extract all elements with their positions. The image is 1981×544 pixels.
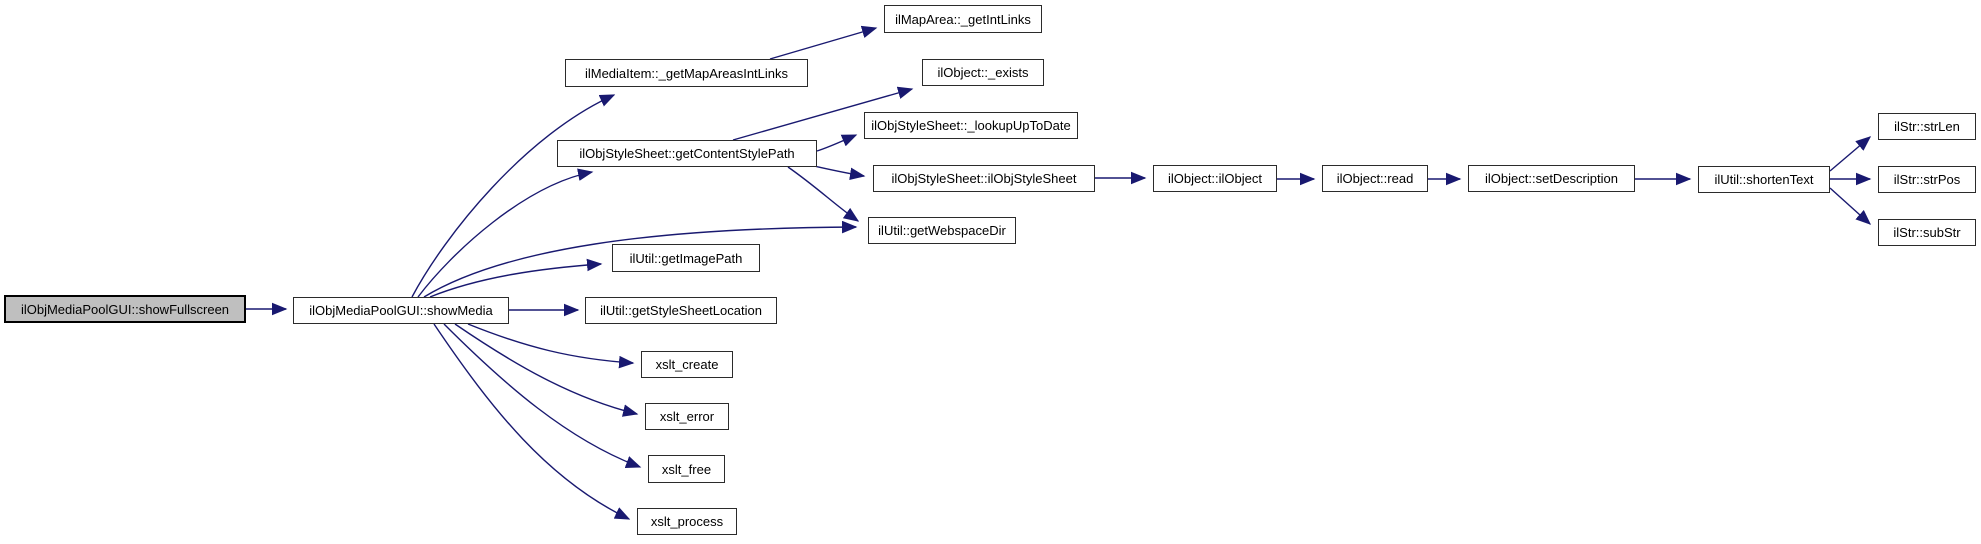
edge-showmedia-xsltcreate: [467, 323, 635, 369]
node-xslt-create[interactable]: xslt_create: [641, 351, 733, 378]
edge-shortentext-substr: [1829, 187, 1872, 225]
node-ilmaparea-getintlinks[interactable]: ilMapArea::_getIntLinks: [884, 5, 1042, 33]
node-ilstr-substr[interactable]: ilStr::subStr: [1878, 219, 1976, 246]
node-ilobjstylesheet-getcontentstylepath[interactable]: ilObjStyleSheet::getContentStylePath: [557, 140, 817, 167]
node-ilobject-exists[interactable]: ilObject::_exists: [922, 59, 1044, 86]
edge-getcontentstylepath-lookupuptodate: [816, 134, 858, 152]
node-ilstr-strlen[interactable]: ilStr::strLen: [1878, 113, 1976, 140]
node-ilutil-getwebspacedir[interactable]: ilUtil::getWebspaceDir: [868, 217, 1016, 244]
node-ilobject-read[interactable]: ilObject::read: [1322, 165, 1428, 192]
edge-getcontentstylepath-getwebspacedir: [787, 166, 860, 222]
edge-showmedia-getimagepath: [429, 258, 603, 298]
node-ilobjmediapoolgui-showmedia[interactable]: ilObjMediaPoolGUI::showMedia: [293, 297, 509, 324]
edge-showmedia-getcontentstylepath: [417, 168, 594, 298]
node-xslt-error[interactable]: xslt_error: [645, 403, 729, 430]
edge-showmedia-xsltprocess: [433, 323, 631, 520]
node-ilobjstylesheet-lookupuptodate[interactable]: ilObjStyleSheet::_lookupUpToDate: [864, 112, 1078, 139]
node-xslt-free[interactable]: xslt_free: [648, 455, 725, 483]
node-ilobject-ilobject[interactable]: ilObject::ilObject: [1153, 165, 1277, 192]
node-ilobjstylesheet-ilobjstylesheet[interactable]: ilObjStyleSheet::ilObjStyleSheet: [873, 165, 1095, 192]
node-ilutil-getstylesheetlocation[interactable]: ilUtil::getStyleSheetLocation: [585, 297, 777, 324]
node-ilutil-shortentext[interactable]: ilUtil::shortenText: [1698, 166, 1830, 193]
node-ilobject-setdescription[interactable]: ilObject::setDescription: [1468, 165, 1635, 192]
edge-getcontentstylepath-ilobjstylesheet: [813, 165, 866, 181]
edge-getcontentstylepath-exists: [732, 86, 914, 141]
node-ilmediaitem-getmapareasintlinks[interactable]: ilMediaItem::_getMapAreasIntLinks: [565, 59, 808, 87]
edge-showmedia-getwebspacedir: [423, 220, 858, 298]
node-ilutil-getimagepath[interactable]: ilUtil::getImagePath: [612, 244, 760, 272]
node-ilobjmediapoolgui-showfullscreen[interactable]: ilObjMediaPoolGUI::showFullscreen: [4, 295, 246, 323]
edge-shortentext-strlen: [1829, 136, 1872, 172]
node-ilstr-strpos[interactable]: ilStr::strPos: [1878, 166, 1976, 193]
node-xslt-process[interactable]: xslt_process: [637, 508, 737, 535]
edge-showmedia-xslterror: [454, 323, 639, 417]
edge-showmedia-getmapareasintlinks: [411, 94, 616, 298]
edge-showmedia-xsltfree: [443, 323, 642, 468]
edge-getmapareasintlinks-getintlinks: [769, 25, 878, 60]
